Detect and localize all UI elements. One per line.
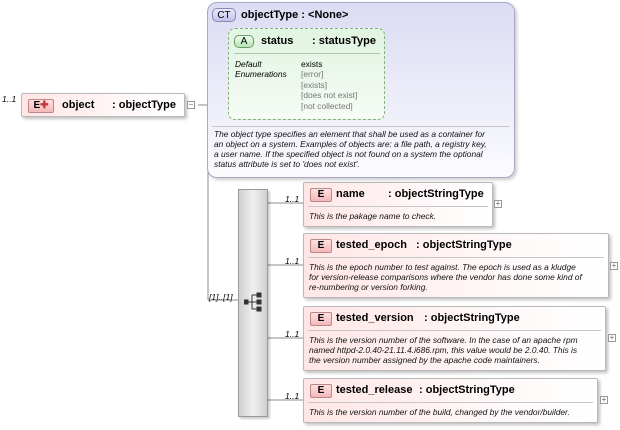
element-name: name [336,188,365,200]
element-name: tested_epoch [336,239,407,251]
tested-epoch-element-box[interactable]: E tested_epoch : objectStringType This i… [303,233,609,298]
collapse-toggle-icon[interactable]: − [187,100,195,109]
object-name: object [62,99,95,111]
expand-toggle-icon[interactable]: + [610,261,618,270]
ct-badge: CT [212,8,236,22]
enum-error: [error] [301,69,324,79]
element-documentation: This is the version number of the build,… [309,407,570,417]
complex-type-box[interactable]: CT objectType : <None> A status : status… [207,2,515,178]
expand-toggle-icon[interactable]: + [600,395,608,404]
enum-exists: [exists] [301,80,328,90]
element-divider [308,330,601,331]
element-badge-label: E [33,100,41,111]
attribute-type: : statusType [312,35,376,47]
ct-documentation: The object type specifies an element tha… [214,129,514,169]
enum-not-collected: [not collected] [301,101,353,111]
element-type: : objectStringType [419,384,515,396]
doc-line: named httpd-2.0.40-21.11.4.i686.rpm, thi… [309,345,578,355]
attribute-box[interactable]: A status : statusType Default Enumeratio… [228,28,385,120]
expand-toggle-icon[interactable]: + [494,199,502,208]
attribute-badge: A [234,35,254,48]
attribute-divider [234,53,380,54]
sequence-icon [244,292,262,312]
plus-icon: ✚ [40,100,49,111]
tested-version-element-box[interactable]: E tested_version : objectStringType This… [303,306,606,371]
object-element-box[interactable]: E✚ object : objectType [21,93,185,117]
element-type: : objectStringType [416,239,512,251]
element-type: : objectStringType [388,188,484,200]
element-documentation: This is the version number of the softwa… [309,335,607,365]
element-divider [308,206,488,207]
enumerations-label: Enumerations [235,69,287,79]
element-type: : objectStringType [424,312,520,324]
doc-line: the version number assigned by the apach… [309,355,540,365]
child-multiplicity: 1..1 [285,329,300,339]
element-documentation: This is the pakage name to check. [309,211,437,221]
element-documentation: This is the epoch number to test against… [309,262,609,292]
doc-line: for version-release comparisons where th… [309,272,582,282]
child-multiplicity: 1..1 [285,194,300,204]
object-multiplicity: 1..1 [2,94,17,104]
default-value: exists [301,59,323,69]
element-divider [308,402,593,403]
element-badge: E [310,312,332,326]
attribute-name: status [261,35,294,47]
name-element-box[interactable]: E name : objectStringType This is the pa… [303,182,493,227]
enum-does-not-exist: [does not exist] [301,90,358,100]
ct-doc-line: status attribute is set to 'does not exi… [214,159,360,169]
sequence-compositor[interactable] [238,189,268,417]
ct-doc-line: a user name. If the specified object is … [214,149,483,159]
element-name: tested_version [336,312,414,324]
element-badge: E [310,384,332,398]
element-badge: E [310,188,332,202]
sequence-multiplicity: [1]..[1] [209,292,233,302]
ct-doc-line: an object on a system. Examples of objec… [214,139,487,149]
ct-divider [212,126,510,127]
doc-line: This is the version number of the softwa… [309,335,578,345]
ct-title: objectType : <None> [241,9,349,21]
default-label: Default [235,59,262,69]
child-multiplicity: 1..1 [285,256,300,266]
element-divider [308,257,604,258]
doc-line: This is the epoch number to test against… [309,262,576,272]
expand-toggle-icon[interactable]: + [608,333,616,342]
element-badge: E✚ [28,99,54,113]
element-badge: E [310,239,332,253]
doc-line: re-numbering or version forking. [309,282,428,292]
ct-doc-line: The object type specifies an element tha… [214,129,485,139]
child-multiplicity: 1..1 [285,391,300,401]
object-type: : objectType [112,99,176,111]
element-name: tested_release [336,384,413,396]
tested-release-element-box[interactable]: E tested_release : objectStringType This… [303,378,598,423]
